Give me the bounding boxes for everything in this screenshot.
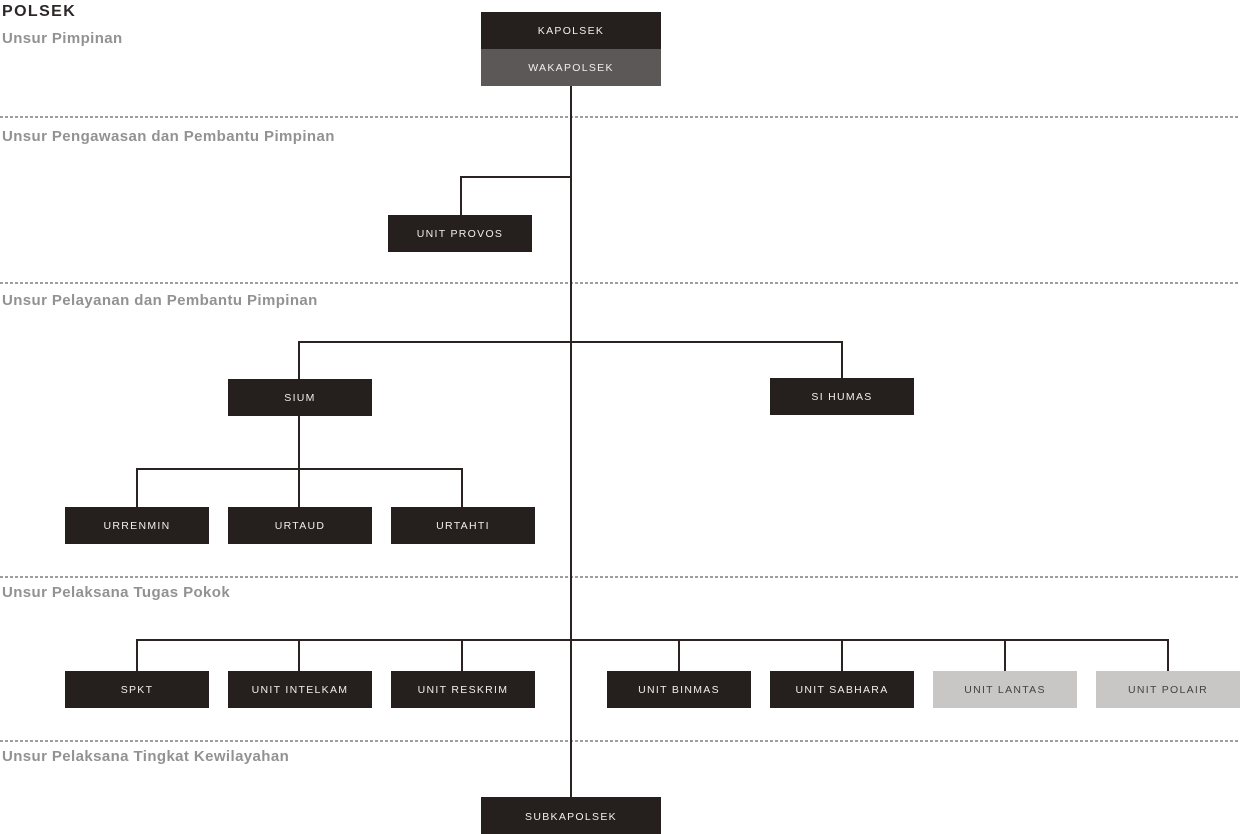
node-kapolsek: KAPOLSEK <box>481 12 661 49</box>
node-urrenmin: URRENMIN <box>65 507 209 544</box>
connector-lantas-stub <box>1004 639 1006 672</box>
section-divider <box>0 116 1240 118</box>
page-title: POLSEK <box>2 3 77 20</box>
section-divider <box>0 740 1240 742</box>
connector-spkt-stub <box>136 639 138 672</box>
connector-urtaud-stub <box>298 468 300 508</box>
node-wakapolsek: WAKAPOLSEK <box>481 49 661 86</box>
connector-row4-horizontal <box>136 639 1169 641</box>
connector-urrenmin-stub <box>136 468 138 508</box>
node-subkapolsek: SUBKAPOLSEK <box>481 797 661 834</box>
connector-reskrim-stub <box>461 639 463 672</box>
section-label-unsur-pelaksana-tugas-pokok: Unsur Pelaksana Tugas Pokok <box>2 584 231 601</box>
connector-sabhara-stub <box>841 639 843 672</box>
connector-provos-horizontal <box>460 176 572 178</box>
connector-polair-stub <box>1167 639 1169 672</box>
node-unit-intelkam: UNIT INTELKAM <box>228 671 372 708</box>
connector-binmas-stub <box>678 639 680 672</box>
node-sium: SIUM <box>228 379 372 416</box>
connector-sihumas-stub <box>841 341 843 379</box>
node-si-humas: SI HUMAS <box>770 378 914 415</box>
connector-sium-downline <box>298 416 300 468</box>
connector-row2-horizontal <box>298 341 843 343</box>
node-unit-provos: UNIT PROVOS <box>388 215 532 252</box>
node-urtahti: URTAHTI <box>391 507 535 544</box>
node-unit-lantas: UNIT LANTAS <box>933 671 1077 708</box>
node-spkt: SPKT <box>65 671 209 708</box>
section-divider <box>0 576 1240 578</box>
node-unit-sabhara: UNIT SABHARA <box>770 671 914 708</box>
connector-provos-vertical <box>460 176 462 216</box>
node-unit-binmas: UNIT BINMAS <box>607 671 751 708</box>
section-label-unsur-pimpinan: Unsur Pimpinan <box>2 30 123 47</box>
connector-urtahti-stub <box>461 468 463 508</box>
section-divider <box>0 282 1240 284</box>
node-urtaud: URTAUD <box>228 507 372 544</box>
section-label-unsur-pelaksana-kewilayahan: Unsur Pelaksana Tingkat Kewilayahan <box>2 748 290 765</box>
section-label-unsur-pengawasan: Unsur Pengawasan dan Pembantu Pimpinan <box>2 128 335 145</box>
node-unit-reskrim: UNIT RESKRIM <box>391 671 535 708</box>
connector-main-vertical <box>570 86 572 798</box>
connector-sium-stub <box>298 341 300 379</box>
section-label-unsur-pelayanan: Unsur Pelayanan dan Pembantu Pimpinan <box>2 292 318 309</box>
connector-intelkam-stub <box>298 639 300 672</box>
node-unit-polair: UNIT POLAIR <box>1096 671 1240 708</box>
